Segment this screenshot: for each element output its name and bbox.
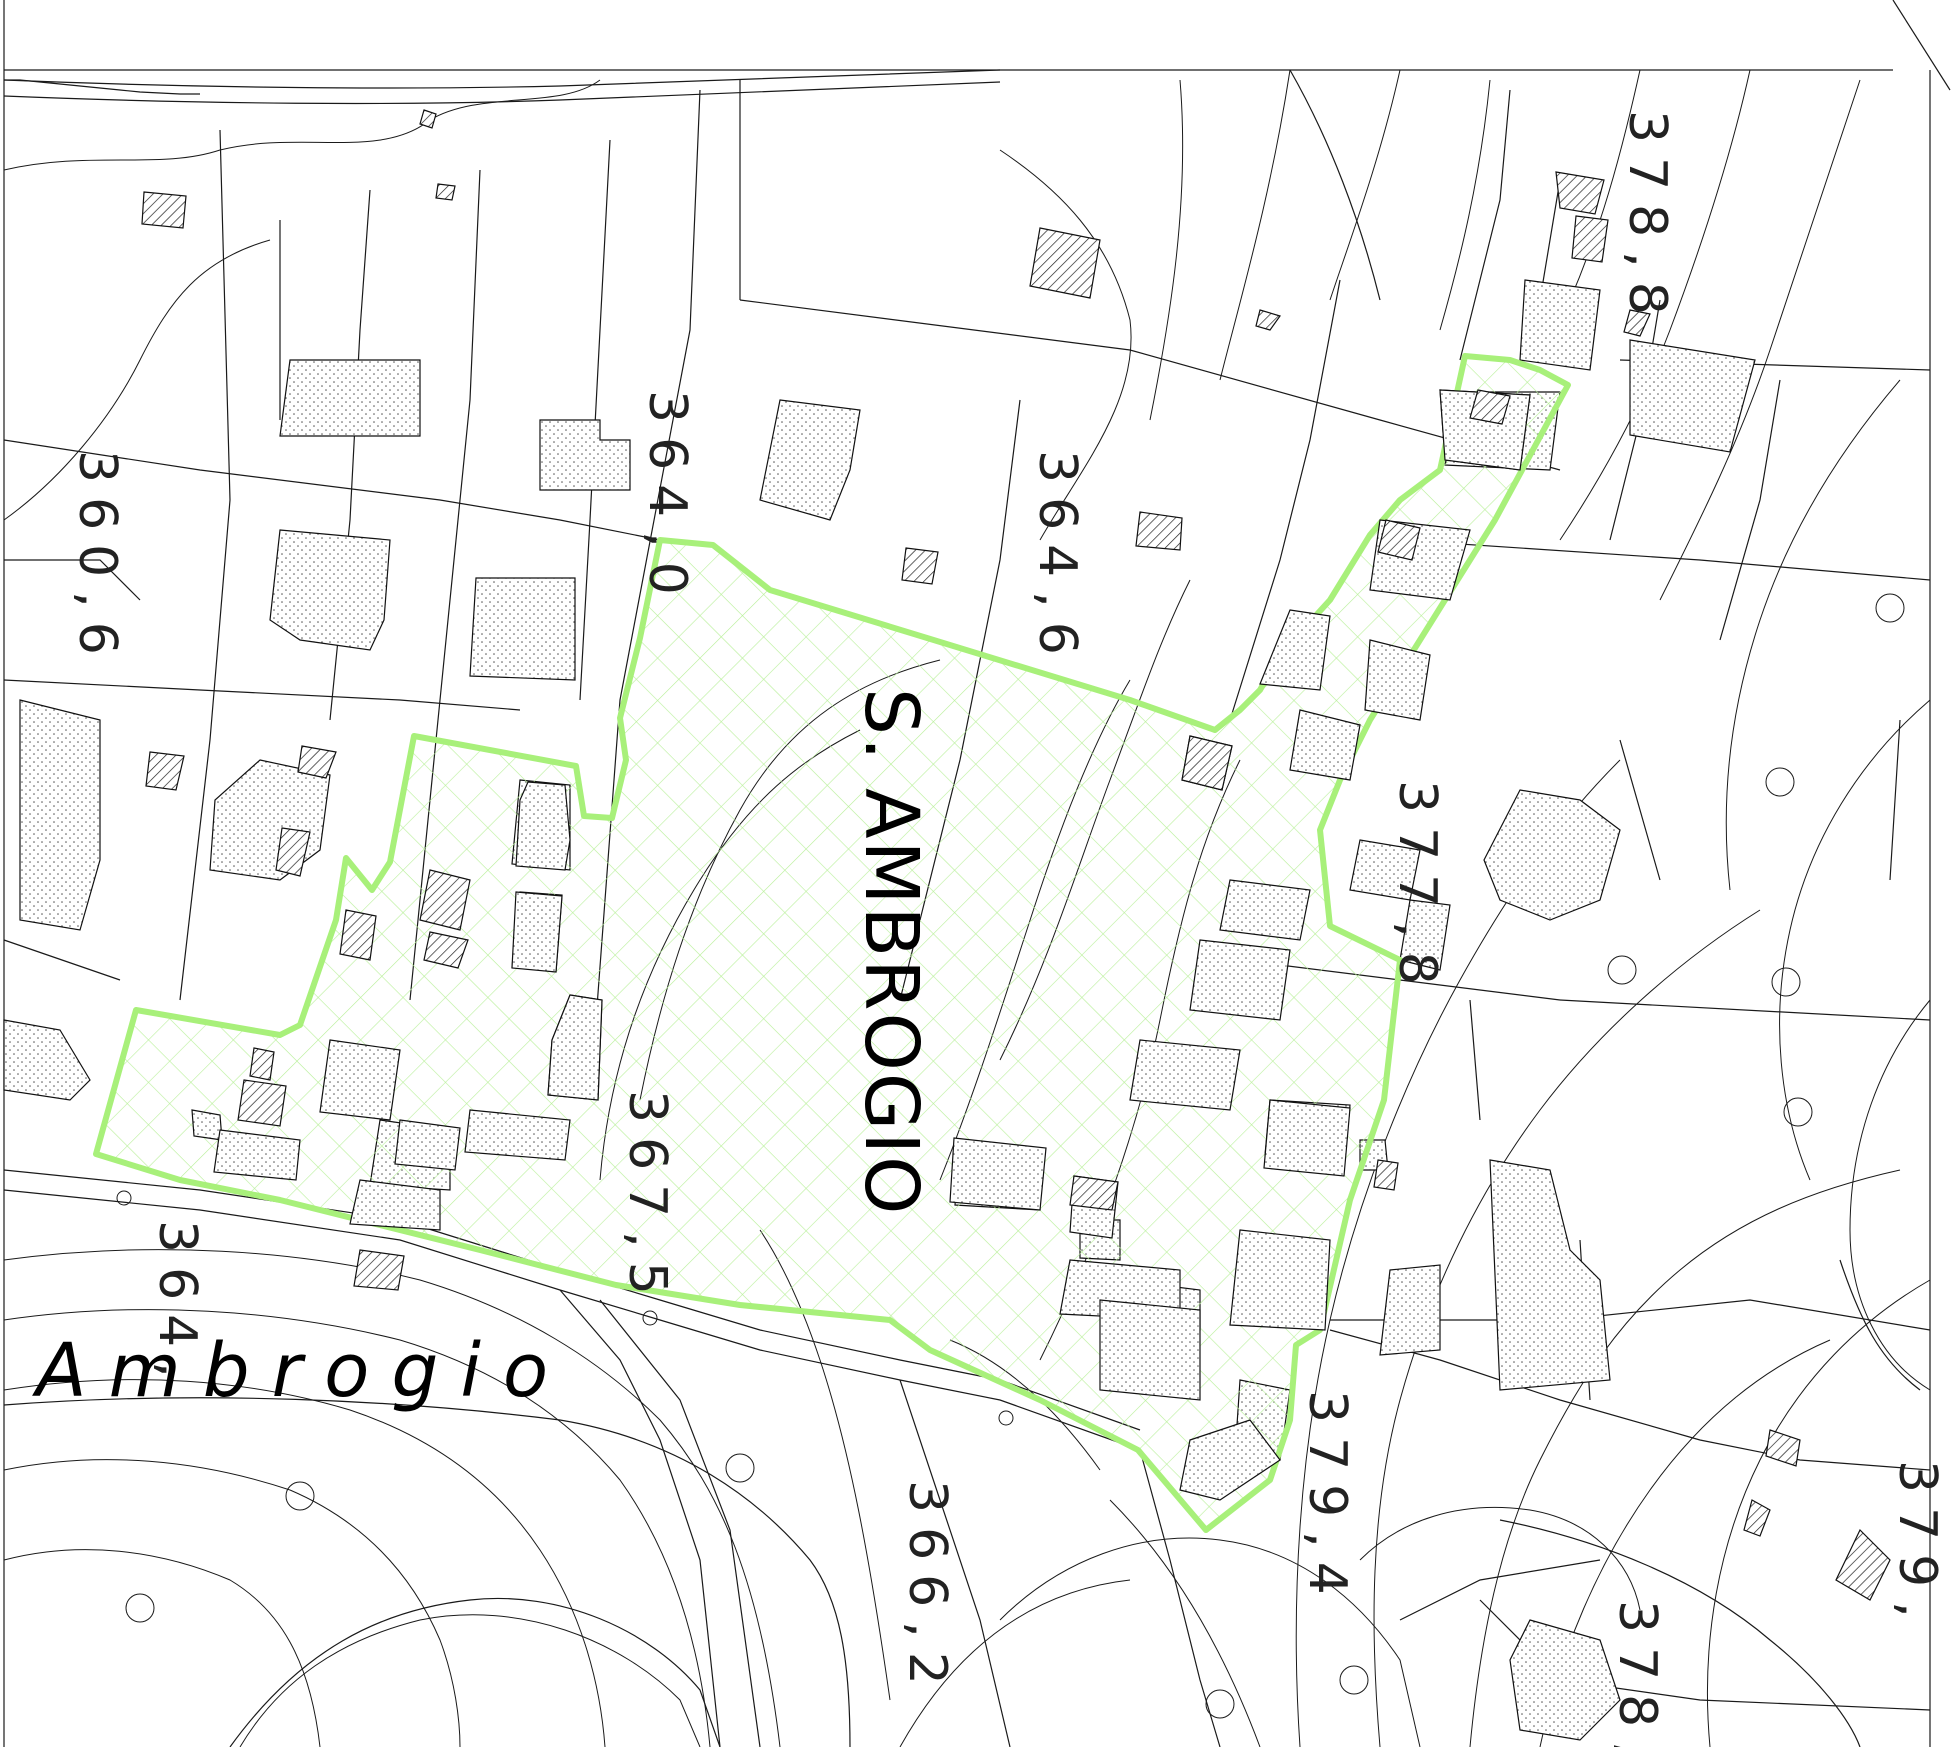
elevation-377-8: 377,8 <box>1387 780 1447 999</box>
elevation-379: 379, <box>1887 1460 1947 1632</box>
street-label-ambrogio: Ambrogio <box>32 1328 570 1414</box>
elevation-367-5: 367,5 <box>617 1090 677 1309</box>
map-frame <box>3 0 1951 1747</box>
elevation-364-0: 364,0 <box>637 390 697 609</box>
embankment-ticks <box>3 79 1921 1747</box>
area-label-s-ambrogio: S. AMBROGIO <box>848 688 934 1216</box>
elevation-366-2: 366,2 <box>897 1480 957 1699</box>
elevation-360-6: 360,6 <box>67 450 127 669</box>
elevation-379-4: 379,4 <box>1297 1390 1357 1609</box>
elevation-labels: 360,6 364,0 364,6 367,5 364, 366,2 378,8… <box>67 110 1947 1747</box>
zone-buildings <box>191 389 1531 1501</box>
point-symbols <box>116 593 1905 1719</box>
elevation-378-8: 378,8 <box>1617 110 1677 329</box>
elevation-378-4: 378,4 <box>1607 1600 1667 1747</box>
elevation-364: 364, <box>147 1220 207 1392</box>
zone-s-ambrogio[interactable] <box>93 353 1571 1533</box>
elevation-364-6: 364,6 <box>1027 450 1087 669</box>
